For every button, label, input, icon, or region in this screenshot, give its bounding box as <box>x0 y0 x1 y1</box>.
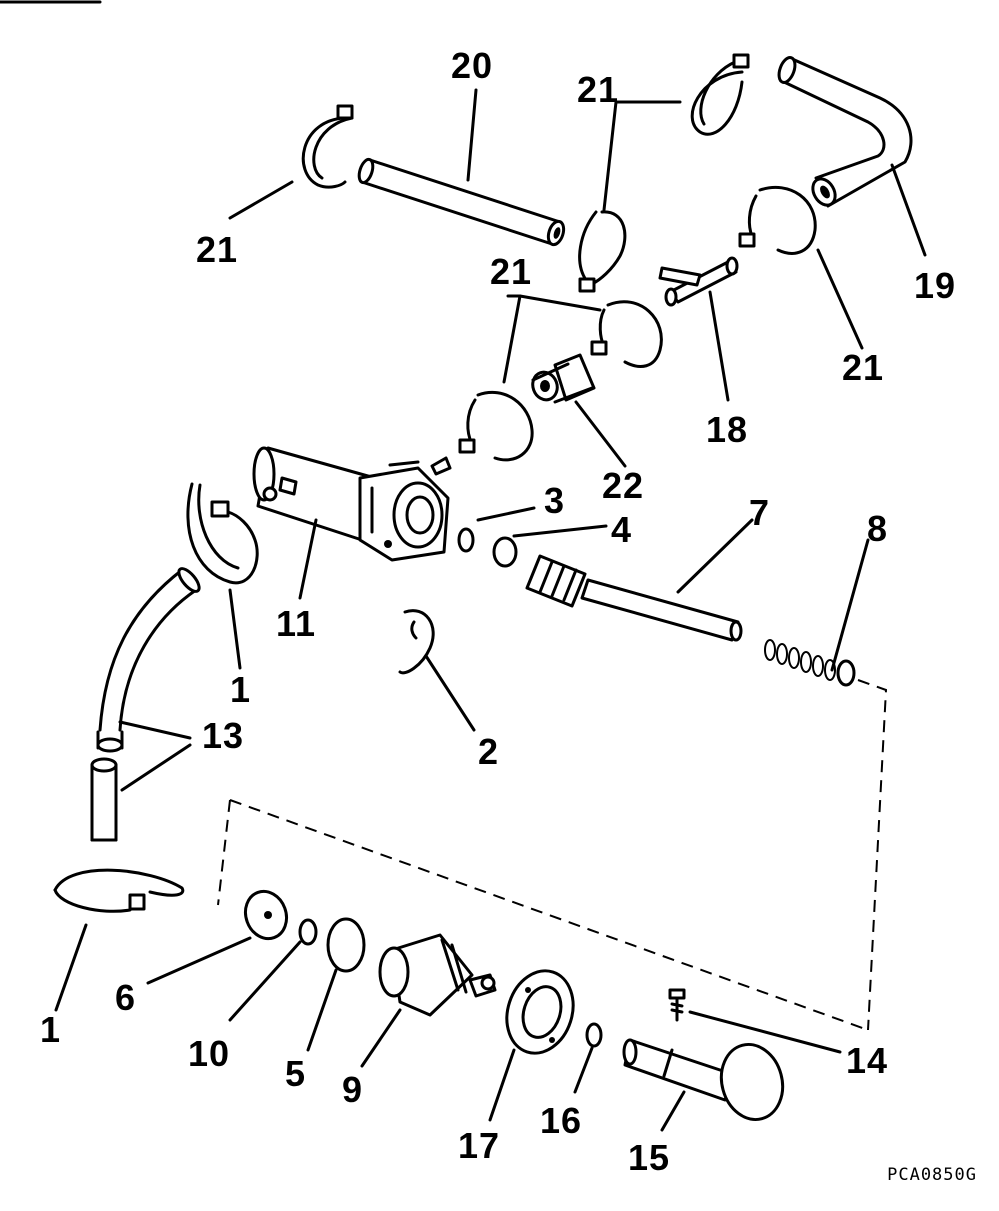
part-7-plunger <box>525 554 743 642</box>
part-1-clamp <box>186 482 259 585</box>
part-13-fuel-hose <box>90 567 201 842</box>
callout-15: 15 <box>628 1137 671 1178</box>
callout-14: 14 <box>846 1040 889 1081</box>
callout-21: 21 <box>842 347 885 388</box>
assembly-line <box>857 679 888 1031</box>
callout-8: 8 <box>867 508 889 549</box>
part-9-valve-housing <box>378 933 497 1017</box>
callout-21: 21 <box>577 69 620 110</box>
callout-16: 16 <box>540 1100 583 1141</box>
part-19-bent-hose <box>777 56 913 208</box>
part-22-coupler <box>531 353 596 404</box>
part-21-clamp <box>738 185 817 255</box>
callout-6: 6 <box>115 977 137 1018</box>
callout-3: 3 <box>544 480 566 521</box>
part-15-primer-knob <box>622 1038 785 1122</box>
part-18-tee-fitting <box>658 256 739 307</box>
callout-4: 4 <box>611 509 633 550</box>
part-21-clamp <box>301 104 354 189</box>
part-6-washer <box>243 889 289 941</box>
callout-21: 21 <box>196 229 239 270</box>
callout-11: 11 <box>276 603 317 644</box>
part-11-valve-body <box>252 446 452 562</box>
part-3-o-ring <box>457 527 475 553</box>
part-21-clamp <box>690 53 750 136</box>
assembly-line <box>217 799 231 906</box>
figure-code: PCA0850G <box>887 1165 977 1185</box>
part-16-o-ring <box>585 1022 603 1048</box>
part-10-o-ring <box>298 918 318 946</box>
callout-9: 9 <box>342 1069 364 1110</box>
callout-21: 21 <box>490 251 533 292</box>
part-1-clamp <box>53 868 185 913</box>
part-21-clamp <box>590 300 663 368</box>
callout-20: 20 <box>451 45 494 86</box>
callout-18: 18 <box>706 409 749 450</box>
callout-22: 22 <box>602 465 645 506</box>
callout-13: 13 <box>202 715 245 756</box>
callout-2: 2 <box>478 731 500 772</box>
part-5-o-ring <box>326 917 366 973</box>
part-17-valve-seat <box>505 969 575 1055</box>
part-20-hose <box>357 157 566 247</box>
part-14-screw <box>668 988 686 1022</box>
callout-1: 1 <box>40 1009 62 1050</box>
part-21-clamp <box>458 390 534 462</box>
callout-19: 19 <box>914 265 957 306</box>
part-21-clamp <box>578 210 627 293</box>
assembly-line <box>229 799 869 1031</box>
leader-lines <box>54 88 927 1132</box>
callout-5: 5 <box>285 1053 307 1094</box>
part-8-spring <box>764 639 856 687</box>
part-2-retaining-ring <box>398 609 435 675</box>
callout-10: 10 <box>188 1033 231 1074</box>
callout-7: 7 <box>749 492 771 533</box>
part-4-o-ring <box>492 536 518 568</box>
callout-1: 1 <box>230 669 252 710</box>
callout-17: 17 <box>458 1125 501 1166</box>
